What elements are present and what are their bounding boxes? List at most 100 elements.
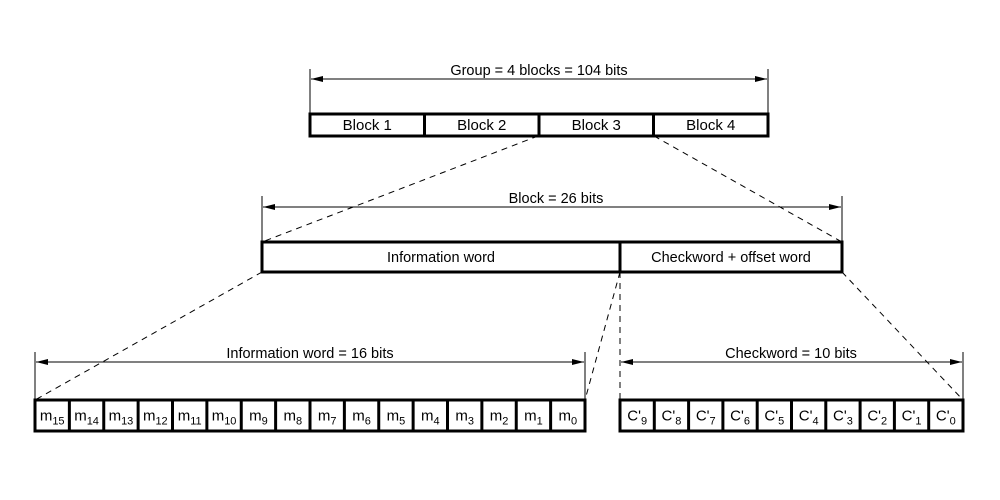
expansion-line-block3-left — [261, 135, 539, 243]
checkword-bit-prefix: C' — [696, 408, 710, 425]
expansion-lines — [34, 135, 964, 401]
checkword-bit-cell: C'6 — [730, 408, 750, 428]
checkword-bit-prefix: C' — [936, 408, 950, 425]
information-bit-cell: m10 — [212, 408, 237, 428]
information-bit-index: 9 — [262, 416, 268, 428]
block-part-checkword-offset: Checkword + offset word — [651, 250, 811, 266]
block-dimension-label: Block = 26 bits — [509, 191, 604, 207]
checkword-bit-index: 0 — [950, 416, 956, 428]
information-bit-prefix: m — [559, 408, 572, 425]
information-bit-index: 10 — [224, 416, 236, 428]
information-bit-cell: m6 — [352, 408, 371, 428]
information-bit-prefix: m — [74, 408, 87, 425]
information-bit-cell: m9 — [249, 408, 268, 428]
group-block-cell: Block 4 — [686, 117, 735, 134]
group-block-cell: Block 1 — [343, 117, 392, 134]
checkword-bit-cell: C'2 — [867, 408, 887, 428]
information-bit-index: 15 — [52, 416, 64, 428]
information-bit-cell: m2 — [490, 408, 509, 428]
block-frame — [260, 240, 844, 274]
information-bit-index: 14 — [87, 416, 99, 428]
checkword-bit-cell: C'5 — [764, 408, 784, 428]
expansion-line-info-right — [584, 271, 621, 401]
checkword-bit-prefix: C' — [799, 408, 813, 425]
group-dimension-label: Group = 4 blocks = 104 bits — [450, 63, 627, 79]
information-bit-cell: m7 — [318, 408, 337, 428]
information-bit-index: 4 — [434, 416, 440, 428]
information-bit-cell: m0 — [559, 408, 578, 428]
group-block-cell: Block 3 — [572, 117, 621, 134]
checkword-bit-cell: C'1 — [902, 408, 922, 428]
information-bit-index: 8 — [296, 416, 302, 428]
information-bit-prefix: m — [524, 408, 537, 425]
information-bit-cell: m14 — [74, 408, 99, 428]
checkword-bit-cell: C'3 — [833, 408, 853, 428]
checkword-bit-cell: C'4 — [799, 408, 819, 428]
information-bit-cell: m1 — [524, 408, 543, 428]
checkword-dimension: Checkword = 10 bits — [621, 346, 964, 400]
checkword-bit-prefix: C' — [627, 408, 641, 425]
information-bit-cell: m5 — [387, 408, 406, 428]
information-bit-index: 1 — [537, 416, 543, 428]
information-bit-prefix: m — [318, 408, 331, 425]
information-bit-index: 13 — [121, 416, 133, 428]
block-level: Block = 26 bits Information word Checkwo… — [260, 191, 844, 274]
checkword-bit-index: 1 — [915, 416, 921, 428]
information-bit-cell: m13 — [109, 408, 134, 428]
information-bit-prefix: m — [249, 408, 262, 425]
information-bit-prefix: m — [143, 408, 156, 425]
expansion-line-info-left — [34, 271, 263, 401]
information-bit-cell: m15 — [40, 408, 65, 428]
block-part-information-word: Information word — [387, 250, 495, 266]
checkword-bit-prefix: C' — [867, 408, 881, 425]
checkword-bit-cell: C'9 — [627, 408, 647, 428]
checkword-bit-cell: C'7 — [696, 408, 716, 428]
checkword-bit-prefix: C' — [833, 408, 847, 425]
checkword-bit-prefix: C' — [902, 408, 916, 425]
information-bit-prefix: m — [387, 408, 400, 425]
checkword-bit-index: 5 — [778, 416, 784, 428]
information-word-dimension-label: Information word = 16 bits — [226, 346, 393, 362]
checkword-bit-index: 9 — [641, 416, 647, 428]
expansion-line-block3-right — [653, 135, 843, 243]
group-blocks-row: Block 1 Block 2 Block 3 Block 4 — [308, 112, 770, 138]
information-bit-index: 0 — [571, 416, 577, 428]
checkword-bit-prefix: C' — [730, 408, 744, 425]
information-bit-index: 2 — [502, 416, 508, 428]
checkword-dimension-label: Checkword = 10 bits — [725, 346, 857, 362]
checkword-bit-index: 7 — [710, 416, 716, 428]
checkword-bit-index: 6 — [744, 416, 750, 428]
checkword-bit-index: 3 — [847, 416, 853, 428]
checkword-bit-prefix: C' — [662, 408, 676, 425]
checkword-bit-cell: C'8 — [662, 408, 682, 428]
expansion-line-check-right — [841, 271, 964, 401]
group-dimension: Group = 4 blocks = 104 bits — [309, 63, 769, 114]
information-bit-prefix: m — [212, 408, 225, 425]
group-block-cell: Block 2 — [457, 117, 506, 134]
information-bit-prefix: m — [178, 408, 191, 425]
checkword-bit-index: 2 — [881, 416, 887, 428]
checkword-bit-index: 8 — [675, 416, 681, 428]
information-bit-prefix: m — [40, 408, 53, 425]
checkword-bit-prefix: C' — [764, 408, 778, 425]
information-bit-index: 3 — [468, 416, 474, 428]
information-bit-prefix: m — [284, 408, 297, 425]
information-bit-prefix: m — [421, 408, 434, 425]
information-bit-index: 7 — [330, 416, 336, 428]
checkword-bit-cell: C'0 — [936, 408, 956, 428]
information-bit-index: 11 — [190, 416, 201, 428]
information-bit-prefix: m — [490, 408, 503, 425]
block-dimension: Block = 26 bits — [261, 191, 843, 242]
information-bit-cell: m4 — [421, 408, 440, 428]
information-bit-prefix: m — [352, 408, 365, 425]
information-bit-prefix: m — [109, 408, 122, 425]
information-bit-index: 5 — [399, 416, 405, 428]
information-bit-cell: m8 — [284, 408, 303, 428]
information-word-dimension: Information word = 16 bits — [34, 346, 586, 400]
information-bit-index: 6 — [365, 416, 371, 428]
